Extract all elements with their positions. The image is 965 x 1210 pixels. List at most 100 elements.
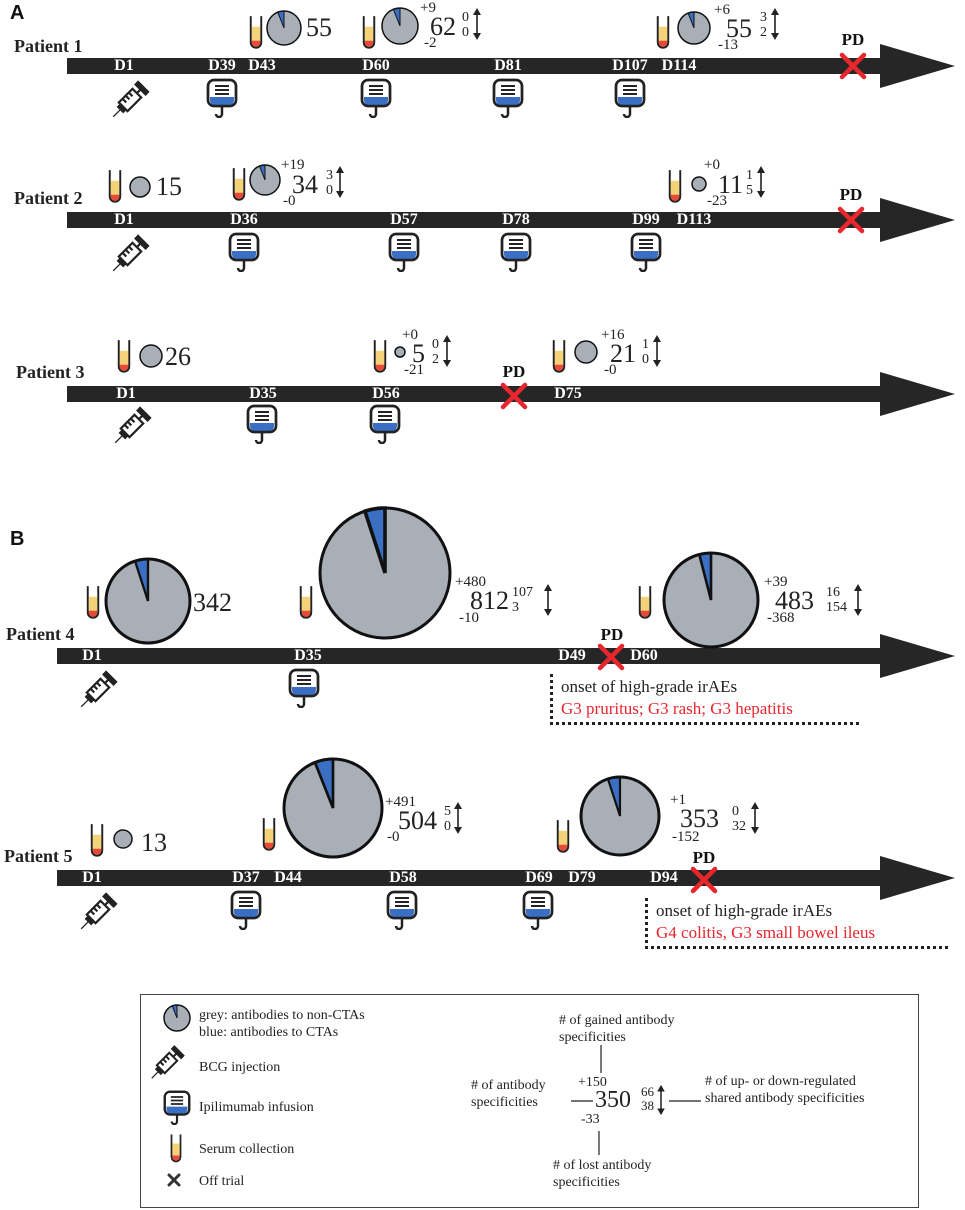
down-count: 5 [746, 183, 753, 198]
pie-outline [579, 775, 661, 857]
pie-outline [266, 10, 302, 46]
syringe-icon [108, 232, 152, 276]
antibody-pie [317, 505, 453, 641]
pie-chart-graphic [163, 1004, 191, 1032]
up-down-arrow-icon [335, 164, 345, 200]
serum-tube-icon [249, 14, 263, 50]
pie-outline [113, 829, 133, 849]
legend-gained-desc: # of gained antibody specificities [559, 1013, 675, 1045]
serum-tube-icon [638, 584, 652, 620]
adverse-event-note: onset of high-grade irAEs G3 pruritus; G… [550, 674, 859, 725]
infusion-bag-icon [360, 78, 392, 118]
total-count: 353 [680, 804, 719, 833]
pd-label: PD [839, 185, 863, 204]
pie-grey-slice [140, 345, 162, 367]
antibody-pie [392, 344, 408, 360]
serum-tube-icon [86, 584, 100, 620]
antibody-pie [247, 162, 283, 198]
off-trial-cross-icon [690, 866, 718, 894]
day-label: D39 [208, 57, 236, 74]
day-label: D57 [390, 211, 418, 228]
serum-tube-icon [262, 816, 276, 852]
pie-chart-graphic [139, 344, 163, 368]
day-label: D44 [274, 869, 302, 886]
up-count: 107 [512, 585, 533, 600]
up-down-arrow-icon [453, 800, 463, 836]
total-count: 26 [165, 342, 191, 371]
pie-outline [677, 11, 711, 45]
pie-chart-graphic [394, 346, 406, 358]
pd-label: PD [600, 625, 624, 644]
antibody-pie [137, 342, 165, 370]
gained-count: +9 [420, 0, 436, 16]
day-label: D75 [554, 385, 582, 402]
pie-chart-graphic [282, 757, 384, 859]
gained-count: +1 [670, 792, 686, 808]
serum-tube-icon [90, 822, 104, 858]
adverse-event-note: onset of high-grade irAEs G4 colitis, G3… [645, 898, 948, 949]
day-label: D99 [632, 211, 660, 228]
pie-chart-graphic [318, 506, 452, 640]
up-count: 3 [326, 168, 333, 183]
day-label: D114 [661, 57, 697, 74]
infusion-bag-icon [388, 232, 420, 272]
off-trial-cross-icon [500, 382, 528, 410]
off-trial-cross-icon [837, 206, 865, 234]
pie-grey-slice [130, 177, 150, 197]
total-count: 55 [726, 14, 752, 43]
infusion-bag-icon [500, 232, 532, 272]
lost-count: -0 [387, 829, 400, 845]
serum-tube-icon [556, 818, 570, 854]
legend-off-trial-icon [167, 1173, 181, 1187]
pie-chart-graphic [249, 164, 281, 196]
pie-outline [574, 340, 598, 364]
infusion-bag-icon [630, 232, 662, 272]
pie-chart-graphic [381, 7, 419, 45]
legend-ipilimumab: Ipilimumab infusion [199, 1100, 314, 1115]
gained-count: +19 [281, 157, 305, 173]
legend-pie [161, 1002, 193, 1034]
pie-chart-graphic [691, 176, 707, 192]
up-count: 5 [444, 804, 451, 819]
down-count: 0 [462, 25, 469, 40]
total-count: 342 [193, 588, 232, 617]
gained-count: +0 [402, 327, 418, 343]
down-count: 32 [732, 819, 746, 834]
up-count: 0 [432, 337, 439, 352]
day-label: D1 [116, 385, 136, 402]
pie-outline [129, 176, 151, 198]
note-events: G3 pruritus; G3 rash; G3 hepatitis [561, 699, 793, 718]
lost-count: -0 [283, 193, 296, 209]
day-label: D69 [525, 869, 553, 886]
day-label: D94 [650, 869, 678, 886]
infusion-bag-icon [614, 78, 646, 118]
antibody-pie [111, 827, 135, 851]
pie-outline [318, 506, 452, 640]
legend-box: grey: antibodies to non-CTAs blue: antib… [140, 994, 919, 1208]
panel-label-b: B [10, 528, 25, 550]
serum-tube-icon [117, 338, 131, 374]
antibody-pie [675, 9, 713, 47]
down-count: 2 [432, 352, 439, 367]
up-down-arrow-icon [543, 582, 553, 618]
patient-1-timeline [0, 42, 965, 102]
legend-example-gain: +150 [578, 1075, 607, 1090]
pd-label: PD [841, 30, 865, 49]
infusion-bag-icon [492, 78, 524, 118]
pd-label: PD [692, 848, 716, 867]
down-count: 3 [512, 600, 519, 615]
legend-pie-line2: blue: antibodies to CTAs [199, 1025, 339, 1040]
antibody-pie [127, 174, 153, 200]
down-count: 0 [326, 183, 333, 198]
note-events: G4 colitis, G3 small bowel ileus [656, 923, 876, 942]
up-count: 1 [746, 168, 753, 183]
pie-chart-graphic [113, 829, 133, 849]
day-label: D60 [630, 647, 658, 664]
serum-tube-icon [299, 584, 313, 620]
